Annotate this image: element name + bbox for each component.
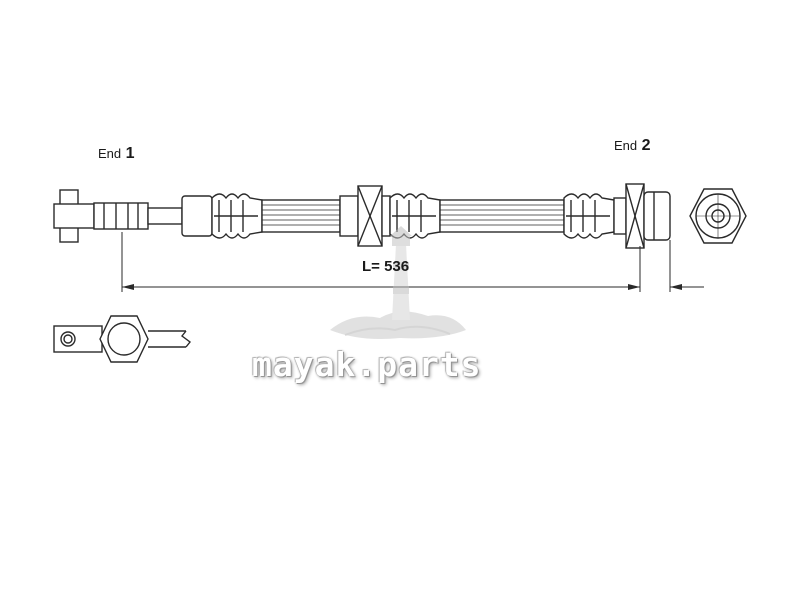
end1-bracket-detail (53, 315, 191, 363)
right-bellows (563, 193, 615, 239)
length-label: L= 536 (362, 258, 410, 275)
hose-section-1 (261, 199, 341, 233)
end2-label: End 2 (614, 137, 651, 155)
end1-label-number: 1 (125, 145, 135, 162)
end1-fitting (53, 189, 213, 243)
watermark-text: mayak.parts (252, 345, 482, 384)
hose-section-2 (439, 199, 565, 233)
middle-bracket-fitting (339, 185, 441, 247)
length-dimension (121, 232, 704, 292)
end2-end-view (689, 188, 747, 244)
left-bellows (211, 193, 263, 239)
end2-label-word: End (614, 138, 638, 153)
end1-label-word: End (98, 146, 122, 161)
lighthouse-logo (330, 226, 466, 339)
end1-label: End 1 (98, 145, 135, 163)
end2-label-number: 2 (641, 137, 651, 154)
end2-fitting (613, 183, 671, 249)
